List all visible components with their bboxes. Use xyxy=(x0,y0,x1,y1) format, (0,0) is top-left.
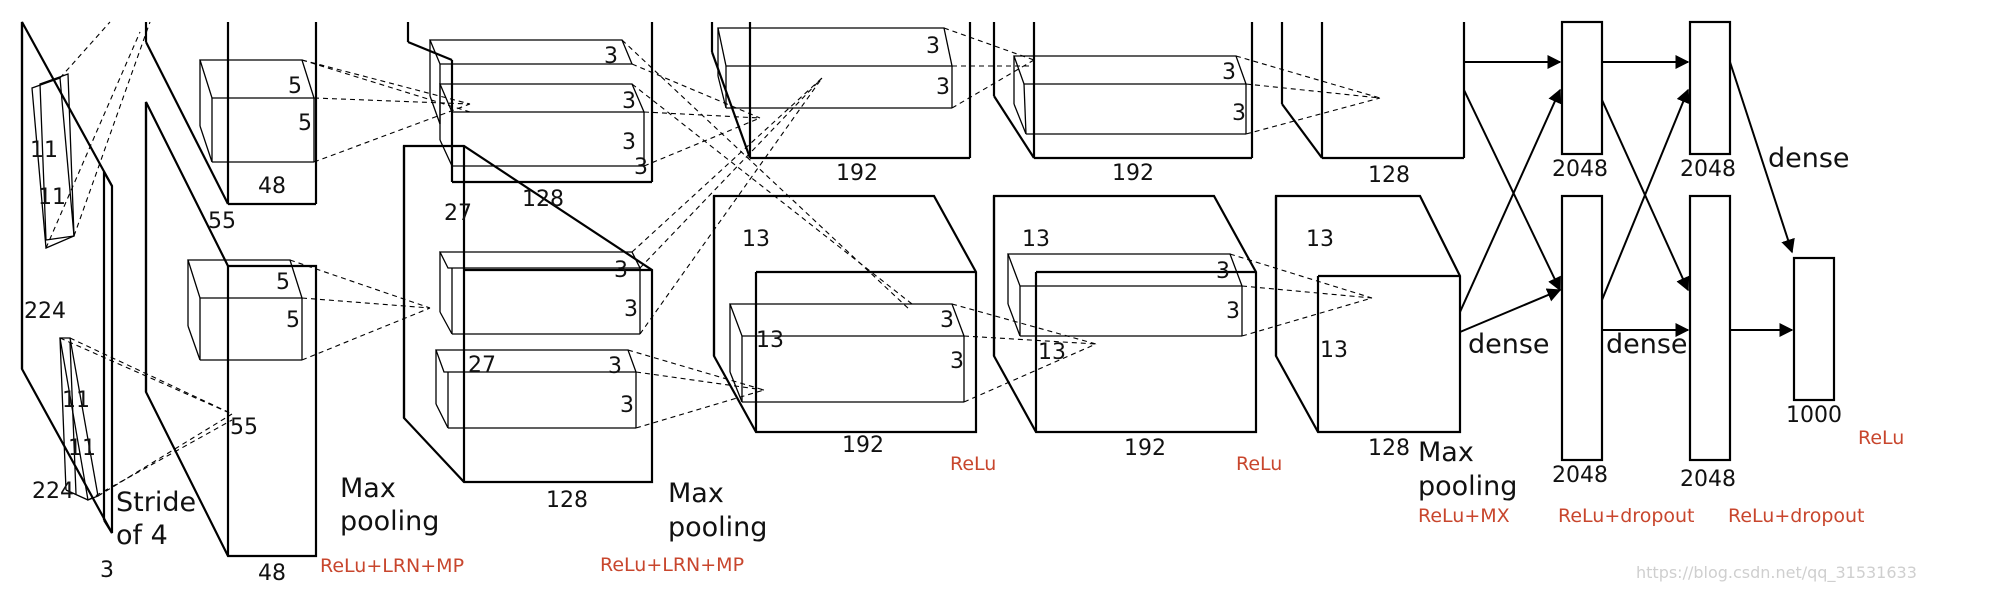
conv2-depth-bottom: 128 xyxy=(546,488,588,513)
conv1-kernel-d: 5 xyxy=(286,308,300,333)
conv5-size-inner: 13 xyxy=(1320,338,1348,363)
conv1-depth-bottom: 48 xyxy=(258,561,286,586)
conv5-top-volume xyxy=(1280,22,1466,160)
fc7-bottom-block xyxy=(1688,194,1732,462)
conv1-pool-line2: pooling xyxy=(340,506,439,537)
fc6-activation: ReLu+dropout xyxy=(1558,505,1695,527)
fc7-dense-label: dense xyxy=(1606,329,1688,360)
conv4-dashed-connections xyxy=(1229,55,1381,337)
conv1-top-volume xyxy=(144,22,318,206)
conv3-bottom-volume xyxy=(712,194,978,434)
conv2-size: 27 xyxy=(444,201,472,226)
conv4-bottom-volume xyxy=(992,194,1258,434)
conv1-kernel-a: 5 xyxy=(288,74,302,99)
conv4-kernel-b: 3 xyxy=(1232,101,1246,126)
conv2-pool-line2: pooling xyxy=(668,512,767,543)
conv2-kernel-h: 3 xyxy=(620,393,634,418)
input-dashed-connections xyxy=(45,21,233,501)
input-kernel-b: 11 xyxy=(38,185,66,210)
conv1-dashed-connections xyxy=(289,59,471,361)
conv1-pool-line1: Max xyxy=(340,473,396,504)
conv4-activation: ReLu xyxy=(1236,453,1282,475)
conv4-depth-bottom: 192 xyxy=(1124,436,1166,461)
conv5-depth-bottom: 128 xyxy=(1368,436,1410,461)
conv4-kernel-c: 3 xyxy=(1216,259,1230,284)
input-kernel-c: 11 xyxy=(62,388,90,413)
conv2-kernel-d: 3 xyxy=(634,155,648,180)
conv1-kernel-b: 5 xyxy=(298,111,312,136)
conv4-kernel-d: 3 xyxy=(1226,299,1240,324)
fc-arrows xyxy=(1459,55,1795,337)
fc7-top-block xyxy=(1688,20,1732,156)
conv2-size-inner: 27 xyxy=(468,353,496,378)
conv4-size-inner: 13 xyxy=(1038,340,1066,365)
conv1-depth-top: 48 xyxy=(258,174,286,199)
conv4-depth-top: 192 xyxy=(1112,161,1154,186)
conv1-size-inner: 55 xyxy=(230,415,258,440)
input-depth: 3 xyxy=(100,558,114,583)
conv5-bottom-volume xyxy=(1274,194,1462,434)
conv5-depth-top: 128 xyxy=(1368,163,1410,188)
conv3-activation: ReLu xyxy=(950,453,996,475)
conv1-size: 55 xyxy=(208,209,236,234)
conv5-size: 13 xyxy=(1306,227,1334,252)
fc6-dense-label: dense xyxy=(1468,329,1550,360)
conv5-pool-line2: pooling xyxy=(1418,471,1517,502)
stride-line2: of 4 xyxy=(116,520,168,551)
stride-line1: Stride xyxy=(116,487,196,518)
conv2-kernel-e: 3 xyxy=(614,258,628,283)
conv3-kernel-d: 3 xyxy=(950,349,964,374)
fc6-bottom-block xyxy=(1560,194,1604,462)
conv4-size: 13 xyxy=(1022,227,1050,252)
conv2-bottom-volume xyxy=(402,144,654,484)
conv4-top-volume xyxy=(992,22,1254,160)
fc7-top-size: 2048 xyxy=(1680,157,1736,182)
input-dim-a: 224 xyxy=(24,299,66,324)
fc8-block xyxy=(1792,256,1836,402)
conv1-activation: ReLu+LRN+MP xyxy=(320,555,464,577)
conv2-dashed-connections xyxy=(621,39,913,429)
fc8-activation: ReLu xyxy=(1858,427,1904,449)
conv5-pool-line1: Max xyxy=(1418,437,1474,468)
fc6-bottom-size: 2048 xyxy=(1552,463,1608,488)
conv2-kernel-b: 3 xyxy=(622,89,636,114)
fc6-top-size: 2048 xyxy=(1552,157,1608,182)
conv2-pool-line1: Max xyxy=(668,478,724,509)
fc7-dense-label-top: dense xyxy=(1768,143,1850,174)
conv3-size-inner: 13 xyxy=(756,328,784,353)
conv3-top-volume xyxy=(710,22,972,160)
fc7-bottom-size: 2048 xyxy=(1680,467,1736,492)
conv2-kernel-g: 3 xyxy=(608,354,622,379)
conv3-depth-top: 192 xyxy=(836,161,878,186)
fc8-size: 1000 xyxy=(1786,403,1842,428)
conv2-depth-top: 128 xyxy=(522,187,564,212)
fc7-activation: ReLu+dropout xyxy=(1728,505,1865,527)
conv4-kernel-a: 3 xyxy=(1222,60,1236,85)
input-dim-b: 224 xyxy=(32,479,74,504)
input-kernel-a: 11 xyxy=(30,138,58,163)
watermark-text: https://blog.csdn.net/qq_31531633 xyxy=(1636,563,1917,583)
conv5-activation: ReLu+MX xyxy=(1418,505,1510,527)
conv2-activation: ReLu+LRN+MP xyxy=(600,554,744,576)
conv2-kernel-a: 3 xyxy=(604,44,618,69)
conv3-kernel-b: 3 xyxy=(936,75,950,100)
conv2-kernel-f: 3 xyxy=(624,297,638,322)
conv3-kernel-c: 3 xyxy=(940,308,954,333)
conv2-kernel-c: 3 xyxy=(622,130,636,155)
conv3-kernel-a: 3 xyxy=(926,34,940,59)
conv1-kernel-c: 5 xyxy=(276,270,290,295)
conv3-size: 13 xyxy=(742,227,770,252)
input-volume xyxy=(20,21,114,534)
input-kernel-d: 11 xyxy=(68,436,96,461)
conv3-depth-bottom: 192 xyxy=(842,433,884,458)
fc6-top-block xyxy=(1560,20,1604,156)
